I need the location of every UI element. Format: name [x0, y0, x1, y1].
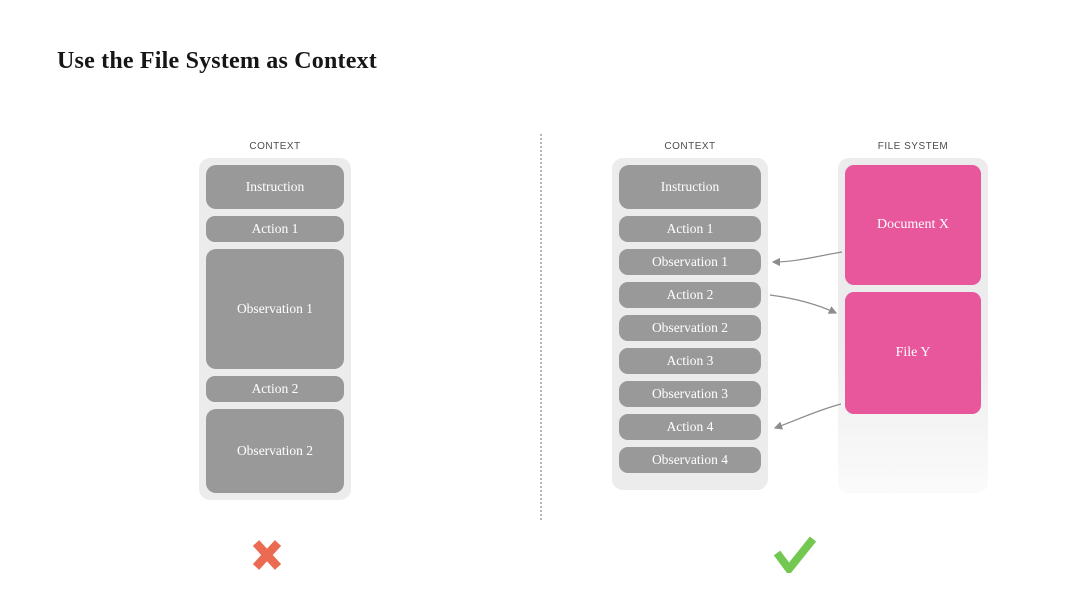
right-observation-3-box: Observation 3 — [619, 381, 761, 407]
right-context-label: CONTEXT — [664, 141, 716, 152]
right-action-1-box: Action 1 — [619, 216, 761, 242]
arrow-action2-to-filey — [769, 294, 838, 314]
right-action-4-box: Action 4 — [619, 414, 761, 440]
section-divider — [540, 134, 542, 520]
left-action-2-box: Action 2 — [206, 376, 344, 402]
right-instruction-box: Instruction — [619, 165, 761, 209]
arrow-documentx-to-observation1 — [771, 251, 843, 267]
file-y-box: File Y — [845, 292, 981, 414]
file-system-panel: Document X File Y — [838, 158, 988, 493]
arrow-filey-to-action4 — [773, 403, 842, 430]
left-observation-2-box: Observation 2 — [206, 409, 344, 493]
check-icon — [773, 536, 817, 573]
cross-icon — [252, 540, 282, 570]
left-context-label: CONTEXT — [249, 141, 301, 152]
file-system-label: FILE SYSTEM — [877, 141, 949, 152]
left-instruction-box: Instruction — [206, 165, 344, 209]
page-title: Use the File System as Context — [57, 48, 377, 74]
right-observation-1-box: Observation 1 — [619, 249, 761, 275]
right-observation-4-box: Observation 4 — [619, 447, 761, 473]
left-observation-1-box: Observation 1 — [206, 249, 344, 369]
right-action-2-box: Action 2 — [619, 282, 761, 308]
left-action-1-box: Action 1 — [206, 216, 344, 242]
right-observation-2-box: Observation 2 — [619, 315, 761, 341]
right-action-3-box: Action 3 — [619, 348, 761, 374]
document-x-box: Document X — [845, 165, 981, 285]
left-context-panel: Instruction Action 1 Observation 1 Actio… — [199, 158, 351, 500]
right-context-panel: Instruction Action 1 Observation 1 Actio… — [612, 158, 768, 490]
